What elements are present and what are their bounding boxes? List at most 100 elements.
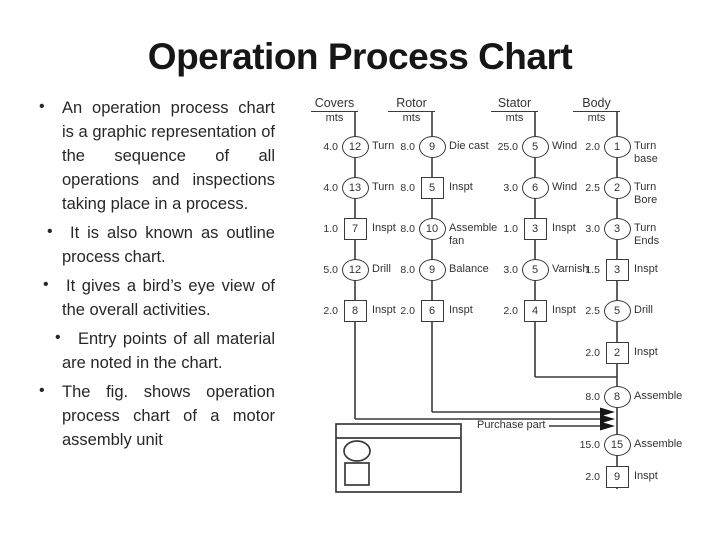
node-time: 1.0 xyxy=(503,223,518,235)
operation-node: 2 xyxy=(603,177,631,199)
node-time: 3.0 xyxy=(503,264,518,276)
node-label: Turn base xyxy=(634,140,658,165)
arrowhead-icon xyxy=(600,407,615,417)
material-name: Covers xyxy=(311,95,358,112)
bullet-dot: • xyxy=(55,329,61,346)
bullet-item: • It gives a bird’s eye view of the over… xyxy=(30,274,275,322)
bullet-item: • An operation process chart is a graphi… xyxy=(30,96,275,216)
node-label: Drill xyxy=(372,263,391,275)
material-name: Body xyxy=(573,95,620,112)
node-time: 4.0 xyxy=(323,182,338,194)
node-time: 3.0 xyxy=(585,223,600,235)
bullet-dot: • xyxy=(39,382,45,399)
material-unit: mts xyxy=(325,112,344,124)
material-unit: mts xyxy=(505,112,524,124)
node-time: 8.0 xyxy=(585,391,600,403)
bullet-item: • It is also known as outline process ch… xyxy=(30,221,275,269)
node-time: 8.0 xyxy=(400,223,415,235)
node-time: 2.0 xyxy=(585,347,600,359)
inspection-node: 7 xyxy=(343,218,367,240)
node-label: Wind xyxy=(552,140,578,152)
node-time: 25.0 xyxy=(497,141,518,153)
page-title: Operation Process Chart xyxy=(147,36,573,77)
node-time: 3.0 xyxy=(503,182,518,194)
node-label: Drill xyxy=(634,304,653,316)
node-time: 4.0 xyxy=(323,141,338,153)
material-unit: mts xyxy=(587,112,606,124)
operation-node: 1 xyxy=(603,136,631,158)
node-label: Inspt xyxy=(552,304,576,316)
purchase-part-label: Purchase part xyxy=(477,419,546,431)
node-label: Inspt xyxy=(449,181,473,193)
node-label: Inspt xyxy=(372,304,396,316)
bullet-text: An operation process chart is a graphic … xyxy=(62,99,275,213)
node-label: Wind xyxy=(552,181,578,193)
legend-inspection-icon xyxy=(344,462,370,486)
operation-node: 12 xyxy=(341,259,369,281)
node-time: 5.0 xyxy=(323,264,338,276)
node-time: 8.0 xyxy=(400,264,415,276)
operation-node: 15 xyxy=(603,434,631,456)
operation-node: 9 xyxy=(418,259,446,281)
bullet-item: • The fig. shows operation process chart… xyxy=(30,380,275,452)
bullet-list: • An operation process chart is a graphi… xyxy=(30,96,275,457)
arrowhead-icon xyxy=(600,421,615,431)
node-time: 8.0 xyxy=(400,141,415,153)
inspection-node: 2 xyxy=(605,342,629,364)
node-label: Die cast xyxy=(449,140,489,152)
node-label: Turn xyxy=(372,181,395,193)
node-label: Assemble xyxy=(634,390,683,402)
operation-node: 5 xyxy=(603,300,631,322)
inspection-node: 9 xyxy=(605,466,629,488)
operation-node: 10 xyxy=(418,218,446,240)
operation-node: 12 xyxy=(341,136,369,158)
legend-box xyxy=(335,423,462,493)
node-time: 2.0 xyxy=(323,305,338,317)
inspection-node: 6 xyxy=(420,300,444,322)
node-label: Balance xyxy=(449,263,489,275)
node-label: Inspt xyxy=(634,470,658,482)
node-label: Inspt xyxy=(634,346,658,358)
node-label: Turn xyxy=(372,140,395,152)
material-unit: mts xyxy=(402,112,421,124)
operation-node: 5 xyxy=(521,136,549,158)
bullet-text: Entry points of all material are noted i… xyxy=(62,330,275,372)
node-label: Turn Ends xyxy=(634,222,660,247)
operation-node: 5 xyxy=(521,259,549,281)
bullet-text: It is also known as outline process char… xyxy=(62,224,275,266)
bullet-dot: • xyxy=(39,98,45,115)
inspection-node: 4 xyxy=(523,300,547,322)
bullet-dot: • xyxy=(43,276,49,293)
node-time: 2.5 xyxy=(585,305,600,317)
node-time: 2.0 xyxy=(585,141,600,153)
inspection-node: 3 xyxy=(523,218,547,240)
operation-node: 6 xyxy=(521,177,549,199)
node-time: 8.0 xyxy=(400,182,415,194)
node-time: 2.5 xyxy=(585,182,600,194)
operation-node: 13 xyxy=(341,177,369,199)
node-time: 2.0 xyxy=(585,471,600,483)
bullet-text: It gives a bird’s eye view of the overal… xyxy=(62,277,275,319)
inspection-node: 3 xyxy=(605,259,629,281)
node-label: Varnish xyxy=(552,263,589,275)
node-label: Inspt xyxy=(372,222,396,234)
node-label: Inspt xyxy=(634,263,658,275)
bullet-text: The fig. shows operation process chart o… xyxy=(62,383,275,449)
node-time: 2.0 xyxy=(400,305,415,317)
bullet-dot: • xyxy=(47,223,53,240)
node-label: Turn Bore xyxy=(634,181,658,206)
node-time: 2.0 xyxy=(503,305,518,317)
inspection-node: 5 xyxy=(420,177,444,199)
operation-node: 8 xyxy=(603,386,631,408)
node-label: Inspt xyxy=(552,222,576,234)
node-time: 1.0 xyxy=(323,223,338,235)
node-time: 15.0 xyxy=(579,439,600,451)
node-label: Inspt xyxy=(449,304,473,316)
material-name: Stator xyxy=(491,95,538,112)
material-name: Rotor xyxy=(388,95,435,112)
